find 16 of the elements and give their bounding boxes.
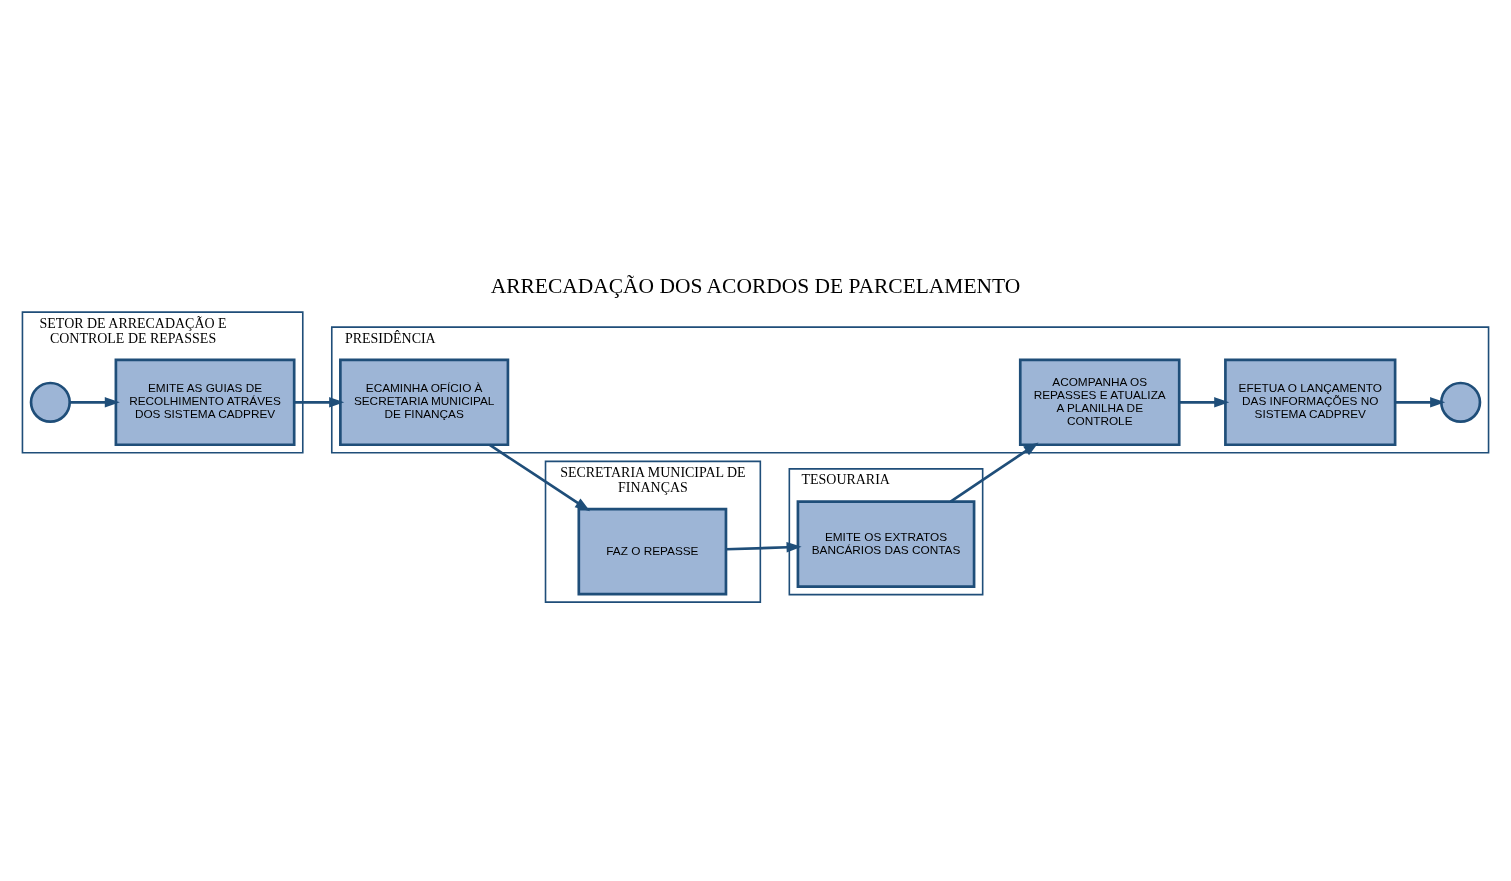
node-circle	[29, 381, 72, 423]
arrow	[69, 396, 120, 408]
node-box: EMITE AS GUIAS DE RECOLHIMENTO ATRÁVES DOS SISTEMA CADPREV	[114, 358, 296, 446]
arrow	[488, 443, 591, 511]
node-box: ACOMPANHA OS REPASSES E ATUALIZA A PLANILHA DE CONTROLE	[1018, 358, 1181, 446]
node-circle	[1439, 381, 1482, 423]
arrow	[949, 442, 1039, 503]
node-box: EFETUA O LANÇAMENTO DAS INFORMAÇÕES NO SISTEMA CADPREV	[1224, 358, 1397, 446]
node-box: EMITE OS EXTRATOS BANCÁRIOS DAS CONTAS	[796, 499, 976, 588]
node-box: ECAMINHA OFÍCIO À SECRETARIA MUNICIPAL DE FINANÇAS	[339, 358, 510, 446]
arrow	[726, 541, 802, 553]
diagram-title: ARRECADAÇÃO DOS ACORDOS DE PARCELAMENTO	[490, 273, 1021, 298]
arrow	[1395, 396, 1446, 408]
node-box: FAZ O REPASSE	[577, 507, 728, 595]
arrow	[294, 396, 345, 408]
arrow	[1179, 396, 1230, 408]
